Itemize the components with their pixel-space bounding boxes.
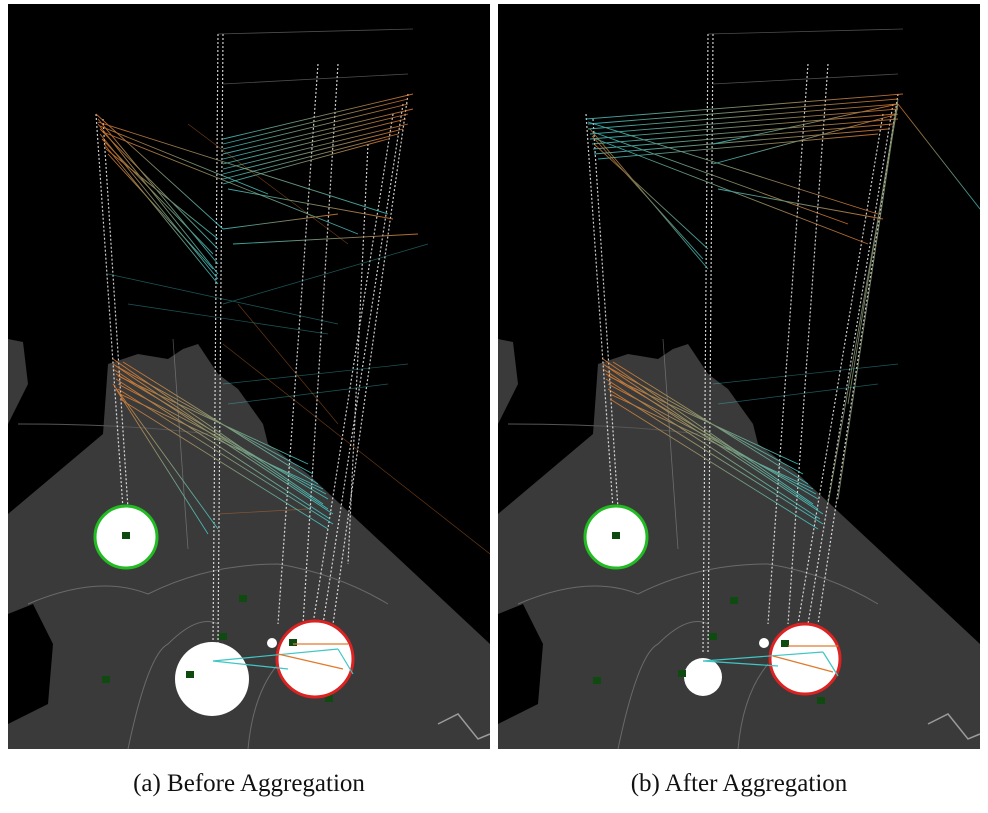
- map-contour: [517, 563, 879, 605]
- edges-aggregated-diag: [589, 98, 980, 505]
- upper-guide-lines: [662, 28, 904, 550]
- upper-guide-lines: [172, 28, 414, 550]
- map-hole: [498, 604, 543, 724]
- caption-after-aggregation: (b) After Aggregation: [630, 770, 848, 797]
- map-floor: [498, 339, 980, 749]
- landmarks: [102, 595, 333, 702]
- projection-lines: [95, 33, 409, 645]
- start-landmark: [122, 532, 130, 539]
- edges-lower: [112, 358, 334, 535]
- edges-sparse: [712, 363, 899, 405]
- agent-uncertainty-circle: [684, 658, 722, 696]
- projection-lines: [585, 33, 899, 655]
- agent-small-circle: [759, 638, 769, 648]
- map-contour: [617, 621, 709, 749]
- map-floor: [8, 339, 490, 749]
- map-contour: [507, 423, 699, 435]
- agent-uncertainty-circle: [175, 642, 249, 716]
- map-contour: [247, 663, 279, 749]
- local-edges: [212, 643, 354, 675]
- landmarks: [593, 597, 825, 704]
- agent-landmark: [678, 670, 686, 677]
- map-contour: [927, 713, 980, 740]
- local-edges: [702, 645, 839, 677]
- map-contour: [17, 423, 209, 435]
- start-landmark: [612, 532, 620, 539]
- goal-landmark: [781, 640, 789, 647]
- caption-before-aggregation: (a) Before Aggregation: [133, 770, 365, 797]
- map-contour: [27, 563, 389, 605]
- map-contour: [127, 621, 219, 749]
- edges-lower: [602, 358, 824, 530]
- edges-sparse-warm: [187, 123, 490, 555]
- after-aggregation-visualization: [498, 28, 980, 749]
- agent-small-circle: [267, 638, 277, 648]
- map-hole: [8, 604, 53, 724]
- agent-landmark: [186, 671, 194, 678]
- edges-upper-left: [95, 113, 389, 285]
- map-contour: [737, 663, 769, 749]
- panel-after-aggregation: [498, 4, 980, 749]
- goal-landmark: [289, 639, 297, 646]
- goal-circle: [768, 622, 842, 696]
- edges-upper-right: [222, 93, 419, 245]
- before-aggregation-visualization: [8, 28, 490, 749]
- edges-sparse: [107, 243, 429, 405]
- edges-aggregated-upper: [585, 93, 904, 245]
- panel-before-aggregation: [8, 4, 490, 749]
- map-contour: [437, 713, 490, 740]
- goal-circle: [275, 619, 355, 699]
